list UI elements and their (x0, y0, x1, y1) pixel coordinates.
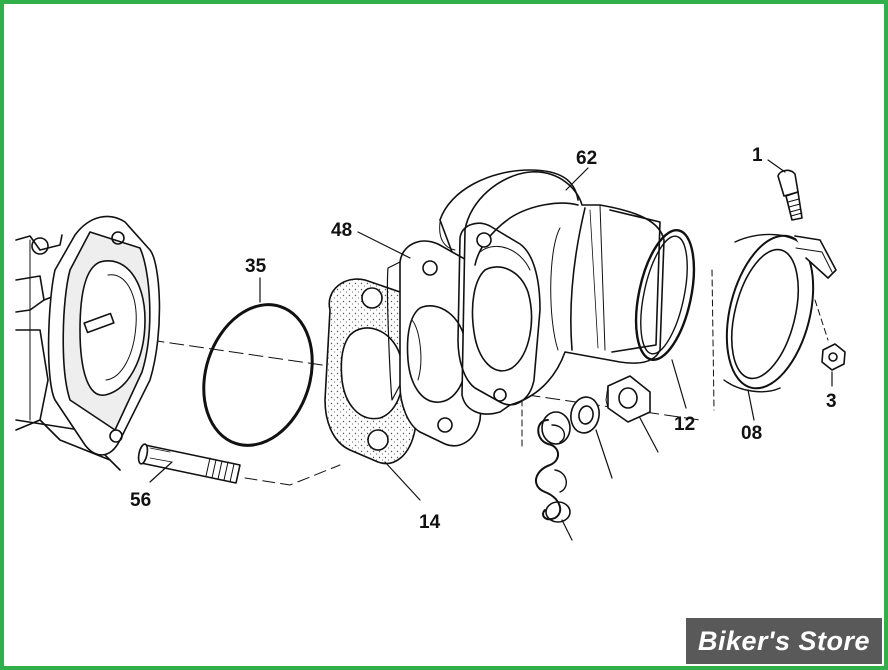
leader-12 (671, 359, 687, 409)
leader-62 (565, 167, 589, 191)
flange-nut (605, 375, 651, 423)
washer (570, 396, 600, 434)
label-part-1: 1 (752, 145, 763, 166)
label-part-08: 08 (741, 423, 762, 444)
nut-3 (821, 343, 846, 371)
screw-1 (777, 169, 803, 221)
o-ring-12 (634, 229, 696, 361)
label-part-62: 62 (576, 148, 597, 169)
cylinder-head-port (15, 215, 161, 471)
store-watermark: Biker's Store (686, 618, 882, 664)
leader-14 (384, 461, 421, 501)
watermark-text: Biker's Store (698, 625, 870, 656)
leader-3b (814, 299, 829, 341)
leader-axis-vert2 (711, 269, 715, 411)
leader-48 (357, 231, 411, 259)
leader-clip (561, 519, 573, 541)
label-part-12: 12 (674, 414, 695, 435)
stud-56 (137, 443, 241, 484)
leader-1 (767, 159, 786, 173)
stud-axis-line (244, 464, 341, 486)
label-part-14: 14 (419, 512, 441, 533)
leader-56 (149, 461, 173, 483)
leader-08 (747, 389, 755, 421)
o-ring-35 (202, 303, 314, 447)
label-part-56: 56 (130, 490, 151, 511)
clamp-08 (723, 233, 837, 393)
label-part-48: 48 (331, 220, 352, 241)
leader-nut (639, 417, 659, 453)
intake-manifold-62 (439, 169, 665, 415)
label-part-3: 3 (826, 391, 837, 412)
gasket-14 (324, 278, 421, 465)
spring-clip (535, 411, 571, 523)
leader-washer (595, 429, 613, 479)
label-part-35: 35 (245, 256, 267, 277)
